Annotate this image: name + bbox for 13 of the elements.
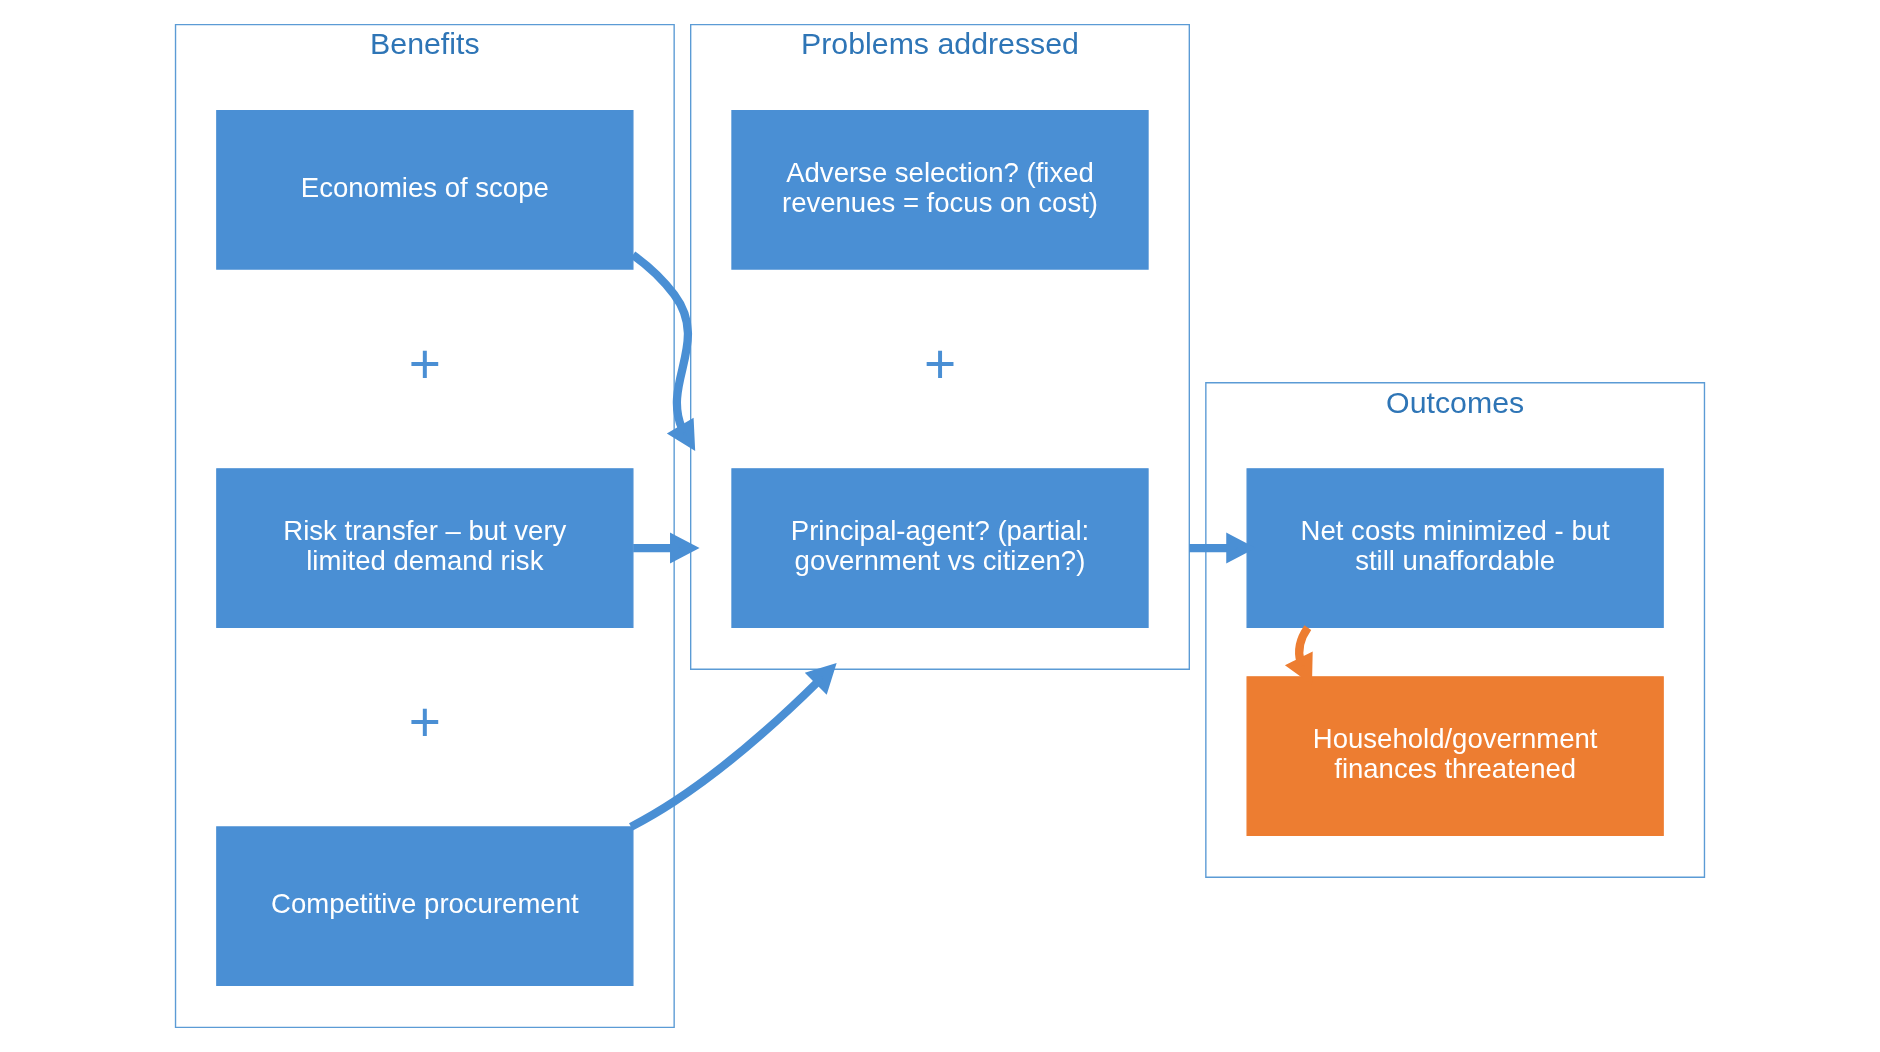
arrow <box>629 662 837 831</box>
arrow <box>633 532 700 564</box>
label: + <box>408 690 441 753</box>
node-box: Competitive procurement <box>216 826 634 987</box>
node-box: Principal-agent? (partial: government vs citizen?) <box>731 468 1149 628</box>
node-box: Economies of scope <box>216 110 634 270</box>
arrow <box>630 251 696 451</box>
label: + <box>408 332 441 395</box>
label: + <box>923 332 957 395</box>
node-box: Net costs minimized - but still unaffordable <box>1246 468 1664 628</box>
node-box: Risk transfer – but very limited demand risk <box>216 468 634 628</box>
node-box: Adverse selection? (fixed revenues = focus on cost) <box>731 110 1149 270</box>
node-box: Household/government finances threatened <box>1246 676 1664 836</box>
